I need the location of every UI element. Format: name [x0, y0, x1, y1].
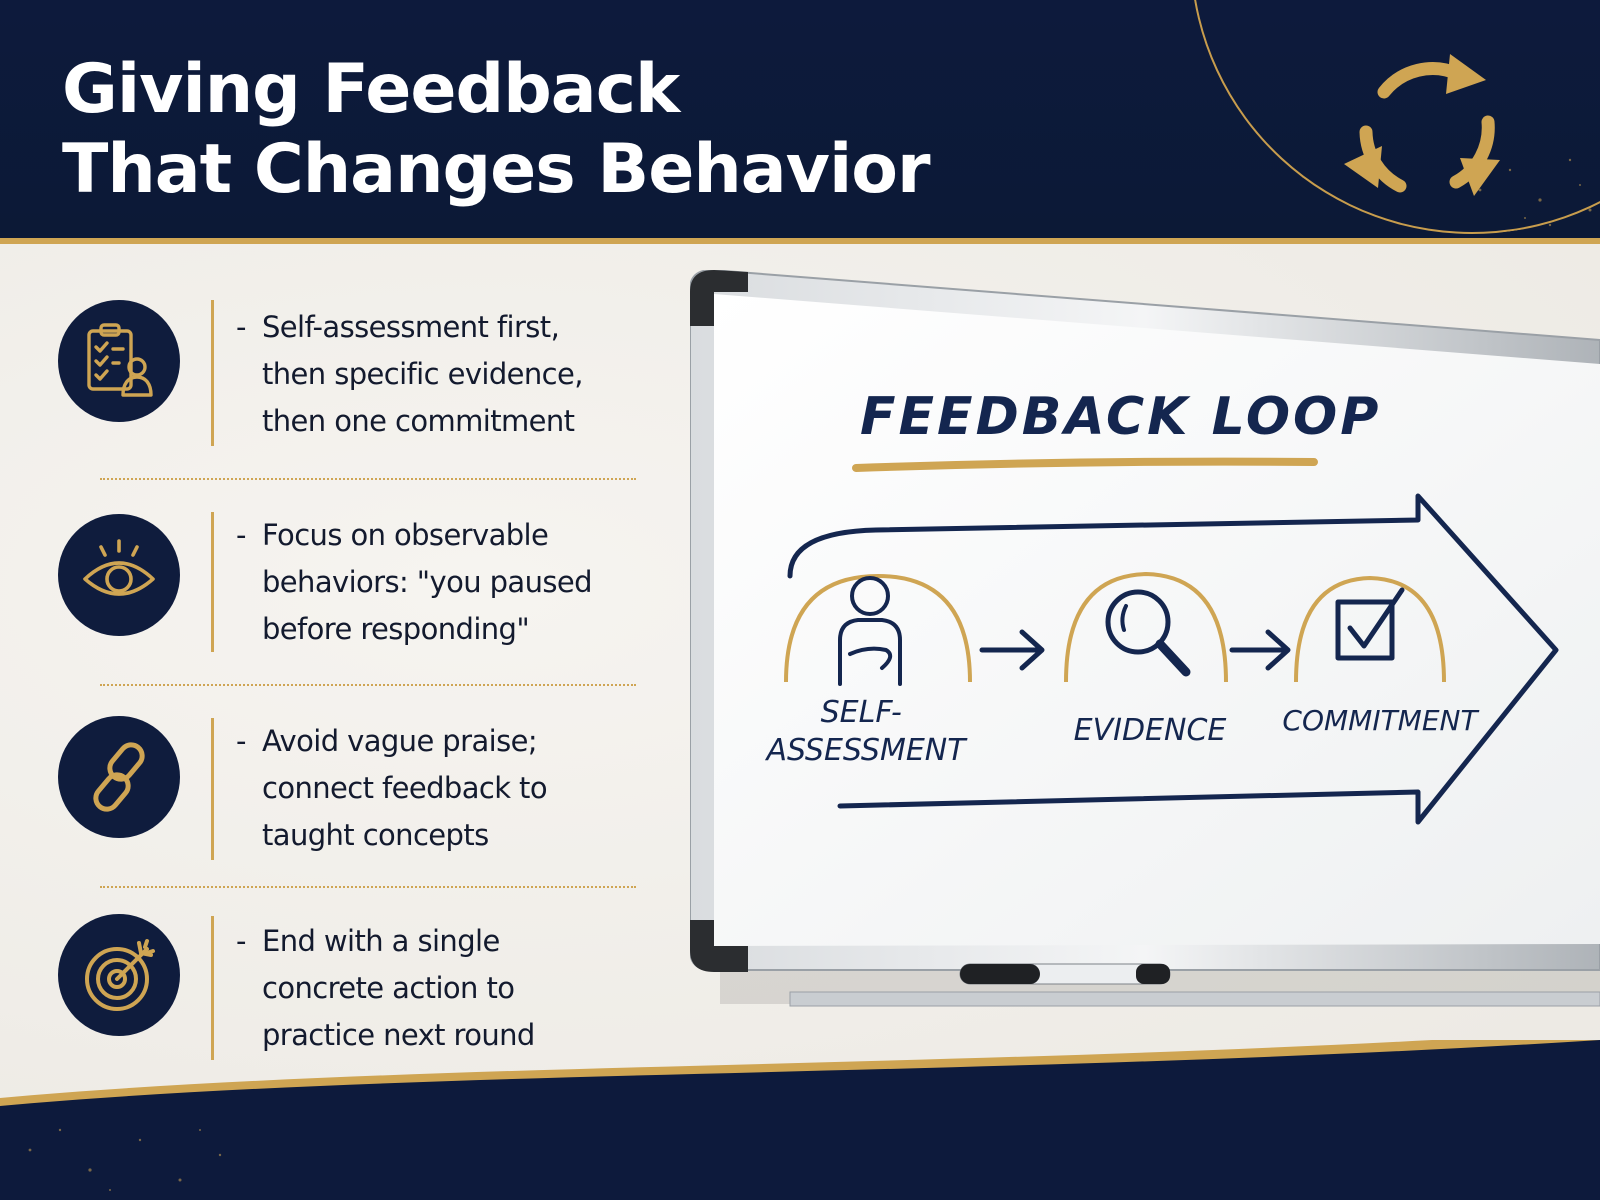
tip-line: connect feedback to: [262, 771, 548, 805]
tip-dash: -: [236, 310, 246, 344]
frame-corner-top: [690, 270, 748, 326]
tip-lines: Self-assessment first, then specific evi…: [262, 304, 656, 445]
tip-icon-circle: [58, 514, 180, 636]
tip-divider-vertical: [211, 512, 214, 652]
tip-text-block: - Self-assessment first, then specific e…: [236, 304, 656, 445]
tip-dash: -: [236, 518, 246, 552]
tip-divider-vertical: [211, 718, 214, 860]
loop-big-arrow: [787, 493, 1559, 825]
tip-dash: -: [236, 724, 246, 758]
clipboard-person-icon: [87, 323, 153, 397]
step-arc: [1294, 575, 1446, 683]
tip-divider-dotted: [100, 478, 636, 480]
tip-icon-circle: [58, 914, 180, 1036]
header-band: Giving Feedback That Changes Behavior: [0, 0, 1600, 271]
header-gold-rule: [0, 238, 1600, 244]
tip-line: then one commitment: [262, 404, 575, 438]
tip-line: Self-assessment first,: [262, 310, 560, 344]
step-label-line: COMMITMENT: [1282, 704, 1479, 737]
step-arc: [1064, 571, 1228, 683]
tip-lines: Avoid vague praise; connect feedback to …: [262, 718, 656, 859]
page-title-line-1: Giving Feedback: [62, 50, 680, 129]
step-label: EVIDENCE: [1074, 713, 1227, 748]
page-title: Giving Feedback That Changes Behavior: [62, 50, 931, 210]
tip-item-observable-behaviors: - Focus on observable behaviors: "you pa…: [0, 500, 660, 690]
frame-corner-bottom: [690, 920, 748, 972]
tip-text-block: - Avoid vague praise; connect feedback t…: [236, 718, 656, 859]
tip-item-single-action: - End with a single concrete action to p…: [0, 906, 660, 1096]
tip-icon-circle: [58, 300, 180, 422]
tip-line: concrete action to: [262, 971, 515, 1005]
gold-speckles-bottom: [28, 1128, 222, 1191]
magnifier-icon: [1105, 589, 1191, 677]
tip-text-block: - End with a single concrete action to p…: [236, 918, 656, 1059]
tip-dash: -: [236, 924, 246, 958]
tip-lines: Focus on observable behaviors: "you paus…: [262, 512, 656, 653]
cycle-arrows-icon: [1344, 54, 1500, 196]
step-label: SELF- ASSESSMENT: [764, 695, 968, 768]
checkbox-icon: [1335, 587, 1405, 661]
step-label-line: ASSESSMENT: [764, 733, 968, 768]
tip-text-block: - Focus on observable behaviors: "you pa…: [236, 512, 656, 653]
step-connector-arrow: [1229, 629, 1291, 671]
whiteboard-surface: [714, 294, 1600, 946]
tip-line: taught concepts: [262, 818, 489, 852]
loop-step-commitment: COMMITMENT: [1282, 575, 1479, 737]
step-arc: [784, 573, 972, 683]
eye-icon: [83, 539, 155, 596]
step-connector-arrow: [979, 629, 1045, 671]
tip-divider-dotted: [100, 684, 636, 686]
tip-divider-vertical: [211, 916, 214, 1060]
gold-speckles-top: [1478, 158, 1592, 227]
tip-line: practice next round: [262, 1018, 535, 1052]
page-title-line-2: That Changes Behavior: [62, 130, 931, 209]
step-label-line: EVIDENCE: [1074, 713, 1227, 748]
step-label-line: SELF-: [821, 695, 902, 730]
target-icon: [85, 939, 155, 1011]
tip-line: behaviors: "you paused: [262, 565, 593, 599]
tip-line: before responding": [262, 612, 530, 646]
tip-line: Focus on observable: [262, 518, 549, 552]
person-icon: [838, 576, 902, 686]
bottom-wave-band: [0, 1040, 1600, 1200]
tip-icon-circle: [58, 716, 180, 838]
heading-underline: [852, 457, 1318, 472]
tip-divider-vertical: [211, 300, 214, 446]
marker-tray: [789, 991, 1600, 1007]
tip-line: End with a single: [262, 924, 500, 958]
tip-lines: End with a single concrete action to pra…: [262, 918, 656, 1059]
loop-step-evidence: EVIDENCE: [1064, 571, 1228, 748]
step-label: COMMITMENT: [1282, 704, 1479, 737]
whiteboard-heading: FEEDBACK LOOP: [860, 387, 1381, 447]
loop-step-self-assessment: SELF- ASSESSMENT: [764, 573, 972, 768]
chain-link-icon: [93, 742, 145, 812]
tip-item-avoid-vague-praise: - Avoid vague praise; connect feedback t…: [0, 704, 660, 894]
tip-line: Avoid vague praise;: [262, 724, 538, 758]
tip-divider-dotted: [100, 886, 636, 888]
tip-item-self-assessment: - Self-assessment first, then specific e…: [0, 292, 660, 482]
tip-line: then specific evidence,: [262, 357, 583, 391]
whiteboard: FEEDBACK LOOP SELF- ASSESSMENT: [690, 270, 1600, 1007]
marker: [959, 963, 1171, 985]
